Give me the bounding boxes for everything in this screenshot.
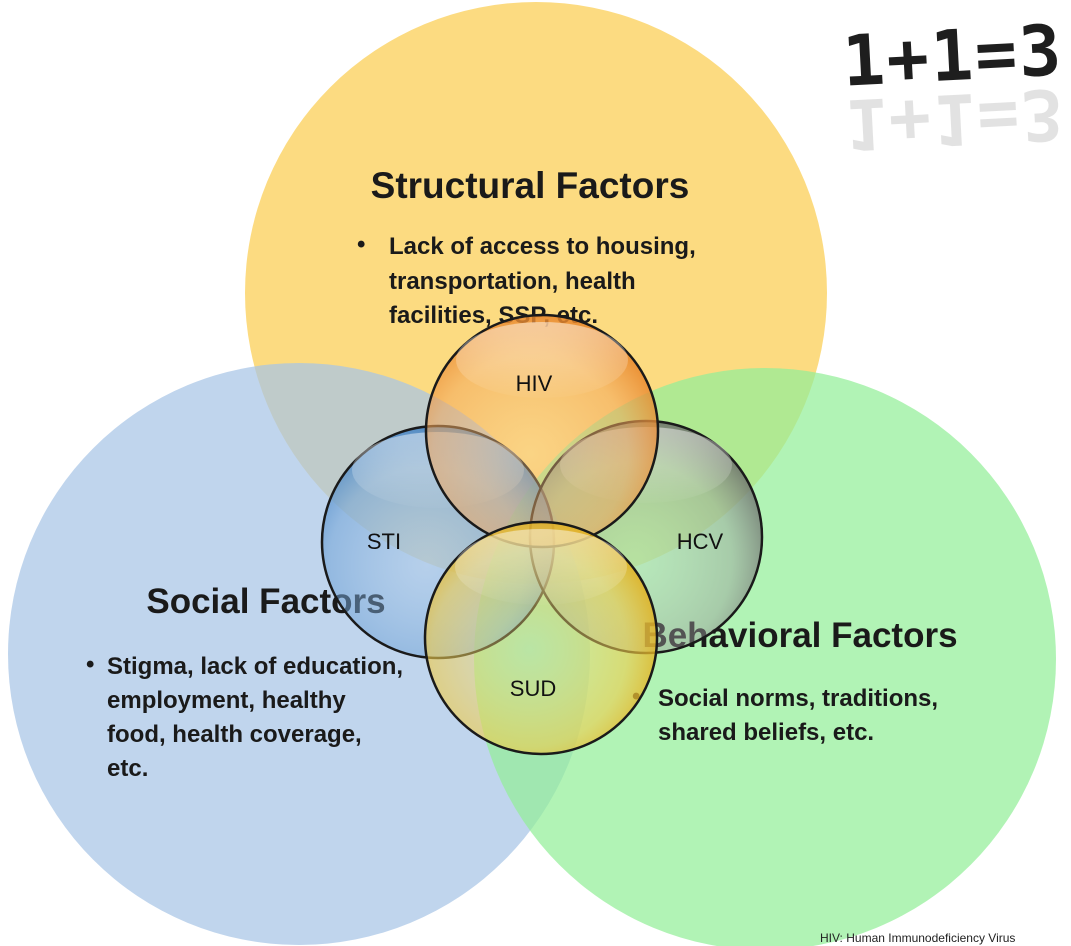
structural-bullet-line-2: transportation, health bbox=[389, 268, 636, 295]
bullet-dot: • bbox=[357, 231, 365, 258]
sud-label: SUD bbox=[510, 676, 556, 701]
hiv-label: HIV bbox=[516, 371, 553, 396]
social-bullet-line-2: employment, healthy bbox=[107, 687, 346, 714]
social-bullet-line-3: food, health coverage, bbox=[107, 721, 362, 748]
social-bullet: • Stigma, lack of education, employment,… bbox=[86, 651, 403, 782]
formula-reflection: 1+1=3 bbox=[843, 72, 1068, 165]
footnote: HIV: Human Immunodeficiency Virus bbox=[820, 931, 1016, 945]
hiv-circle: HIV bbox=[424, 313, 660, 549]
social-bullet-line-1: Stigma, lack of education, bbox=[107, 653, 403, 680]
hcv-label: HCV bbox=[677, 529, 724, 554]
structural-title: Structural Factors bbox=[371, 165, 690, 206]
structural-bullet: • Lack of access to housing, transportat… bbox=[357, 231, 696, 329]
sud-circle: SUD bbox=[423, 520, 659, 756]
formula-text: 1+1=3 bbox=[840, 9, 1065, 102]
bullet-dot: • bbox=[86, 651, 94, 678]
behavioral-bullet-line-1: Social norms, traditions, bbox=[658, 685, 938, 712]
structural-bullet-line-1: Lack of access to housing, bbox=[389, 233, 696, 260]
behavioral-bullet-line-2: shared beliefs, etc. bbox=[658, 719, 874, 746]
sti-label: STI bbox=[367, 529, 401, 554]
behavioral-bullet: • Social norms, traditions, shared belie… bbox=[632, 683, 938, 746]
social-bullet-line-4: etc. bbox=[107, 755, 148, 782]
formula-graphic: 1+1=3 1+1=3 bbox=[840, 9, 1067, 165]
